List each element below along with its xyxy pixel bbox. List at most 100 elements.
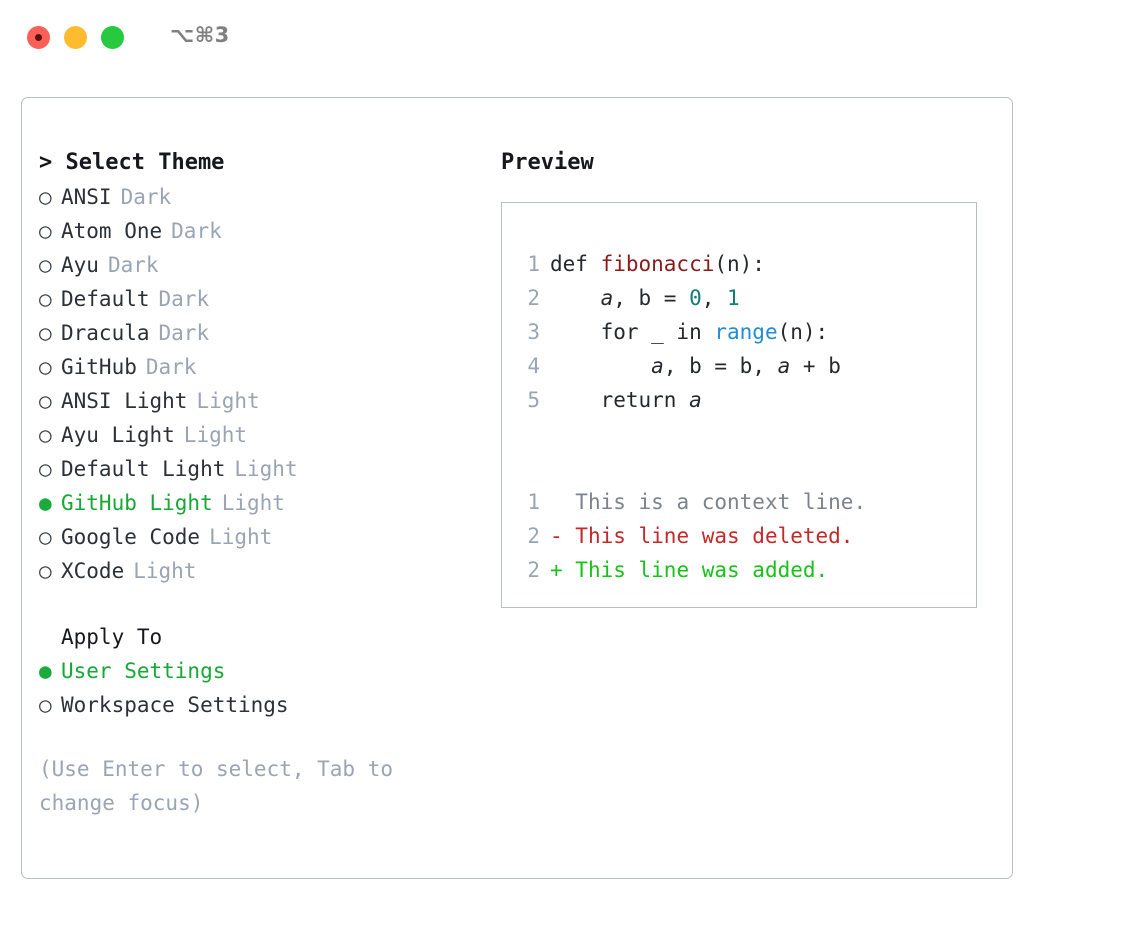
code-token-plain [550,286,601,310]
keyboard-hint-text: (Use Enter to select, Tab to change focu… [39,757,406,815]
code-token-plain: , [701,286,728,310]
theme-variant-tag: Dark [120,185,172,209]
apply-to-list: ●User Settings○Workspace Settings [39,654,489,722]
theme-variant-tag: Dark [158,287,210,311]
code-token-num: 1 [727,286,740,310]
theme-variant-tag: Dark [107,253,159,277]
select-theme-header: > Select Theme [39,150,225,175]
code-token-func: fibonacci [600,252,715,276]
code-token-plain [550,354,651,378]
keyboard-shortcut-label: ⌥⌘3 [170,23,230,47]
radio-unselected-icon: ○ [39,253,52,277]
theme-option-atom-one[interactable]: ○ Atom One Dark [39,214,489,248]
maximize-window-button[interactable] [101,26,124,49]
theme-name: Atom One [61,219,163,243]
theme-variant-tag: Light [234,457,298,481]
diff-sample: 1 This is a context line.2- This line wa… [514,485,976,587]
code-token-var: a [600,286,614,310]
theme-variant-tag: Light [209,525,273,549]
theme-name: Default [61,287,150,311]
theme-variant-tag: Light [183,423,248,447]
radio-unselected-icon: ○ [39,457,52,481]
diff-marker: - [550,524,576,548]
theme-option-google-code[interactable]: ○ Google Code Light [39,520,489,554]
diff-marker: + [550,558,576,582]
code-token-plain: for _ in [550,320,715,344]
diff-line-text: This is a context line. [575,490,867,514]
radio-unselected-icon: ○ [39,355,52,379]
code-line-number: 4 [527,354,540,378]
theme-option-default-light[interactable]: ○ Default Light Light [39,452,489,486]
radio-unselected-icon: ○ [39,185,52,209]
theme-name: Dracula [61,321,150,345]
theme-option-ayu-light[interactable]: ○ Ayu Light Light [39,418,489,452]
title-bar: ⌥⌘3 [0,0,1140,78]
apply-to-header: Apply To [61,625,163,649]
theme-variant-tag: Dark [171,219,222,243]
diff-line-text: This line was deleted. [575,524,854,548]
theme-name: Ayu [61,253,99,277]
code-line: 3 for _ in range(n): [514,315,976,349]
code-token-plain: , b = b, [663,354,778,378]
radio-unselected-icon: ○ [39,525,52,549]
theme-name: Google Code [61,525,201,549]
code-token-builtin: range [714,320,778,344]
code-line-content: a, b = b, a + b [550,349,841,383]
radio-unselected-icon: ○ [39,559,52,583]
diff-line-text: This line was added. [575,558,829,582]
theme-name: Default Light [61,457,226,481]
code-line: 5 return a [514,383,976,417]
theme-variant-tag: Dark [158,321,210,345]
code-line-content: def fibonacci(n): [550,247,765,281]
code-line: 4 a, b = b, a + b [514,349,976,383]
code-line-number: 1 [527,252,540,276]
code-line-number: 3 [527,320,540,344]
diff-line-add: 2 + This line was added. [514,553,976,587]
radio-unselected-icon: ○ [39,287,52,311]
preview-title: Preview [501,150,594,175]
diff-line-number: 2 [527,558,540,582]
radio-unselected-icon: ○ [39,423,52,447]
radio-unselected-icon: ○ [39,693,52,717]
spacer [514,451,976,485]
theme-name: Ayu Light [61,423,175,447]
code-line-content: return a [550,383,702,417]
radio-unselected-icon: ○ [39,219,52,243]
code-line: 2 a, b = 0, 1 [514,281,976,315]
code-line-content: for _ in range(n): [550,315,829,349]
apply-to-option-user-settings[interactable]: ●User Settings [39,654,489,688]
code-token-var: a [651,354,664,378]
theme-option-ayu[interactable]: ○ Ayu Dark [39,248,489,282]
code-token-plain: (n): [777,320,829,344]
radio-selected-icon: ● [39,491,52,515]
code-token-var: a [777,354,791,378]
spacer [514,417,976,451]
theme-name: ANSI Light [61,389,188,413]
minimize-window-button[interactable] [64,26,87,49]
apply-to-option-workspace-settings[interactable]: ○Workspace Settings [39,688,489,722]
theme-variant-tag: Light [133,559,197,583]
theme-option-ansi-light[interactable]: ○ ANSI Light Light [39,384,489,418]
spacer [39,722,489,752]
diff-line-number: 1 [527,490,540,514]
radio-unselected-icon: ○ [39,389,52,413]
theme-option-default[interactable]: ○ Default Dark [39,282,489,316]
code-token-num: 0 [689,286,702,310]
theme-variant-tag: Light [196,389,260,413]
code-line-number: 5 [527,388,540,412]
close-window-button[interactable] [27,26,50,49]
diff-line-del: 2- This line was deleted. [514,519,976,553]
spacer [39,588,489,620]
diff-line-ctx: 1 This is a context line. [514,485,976,519]
